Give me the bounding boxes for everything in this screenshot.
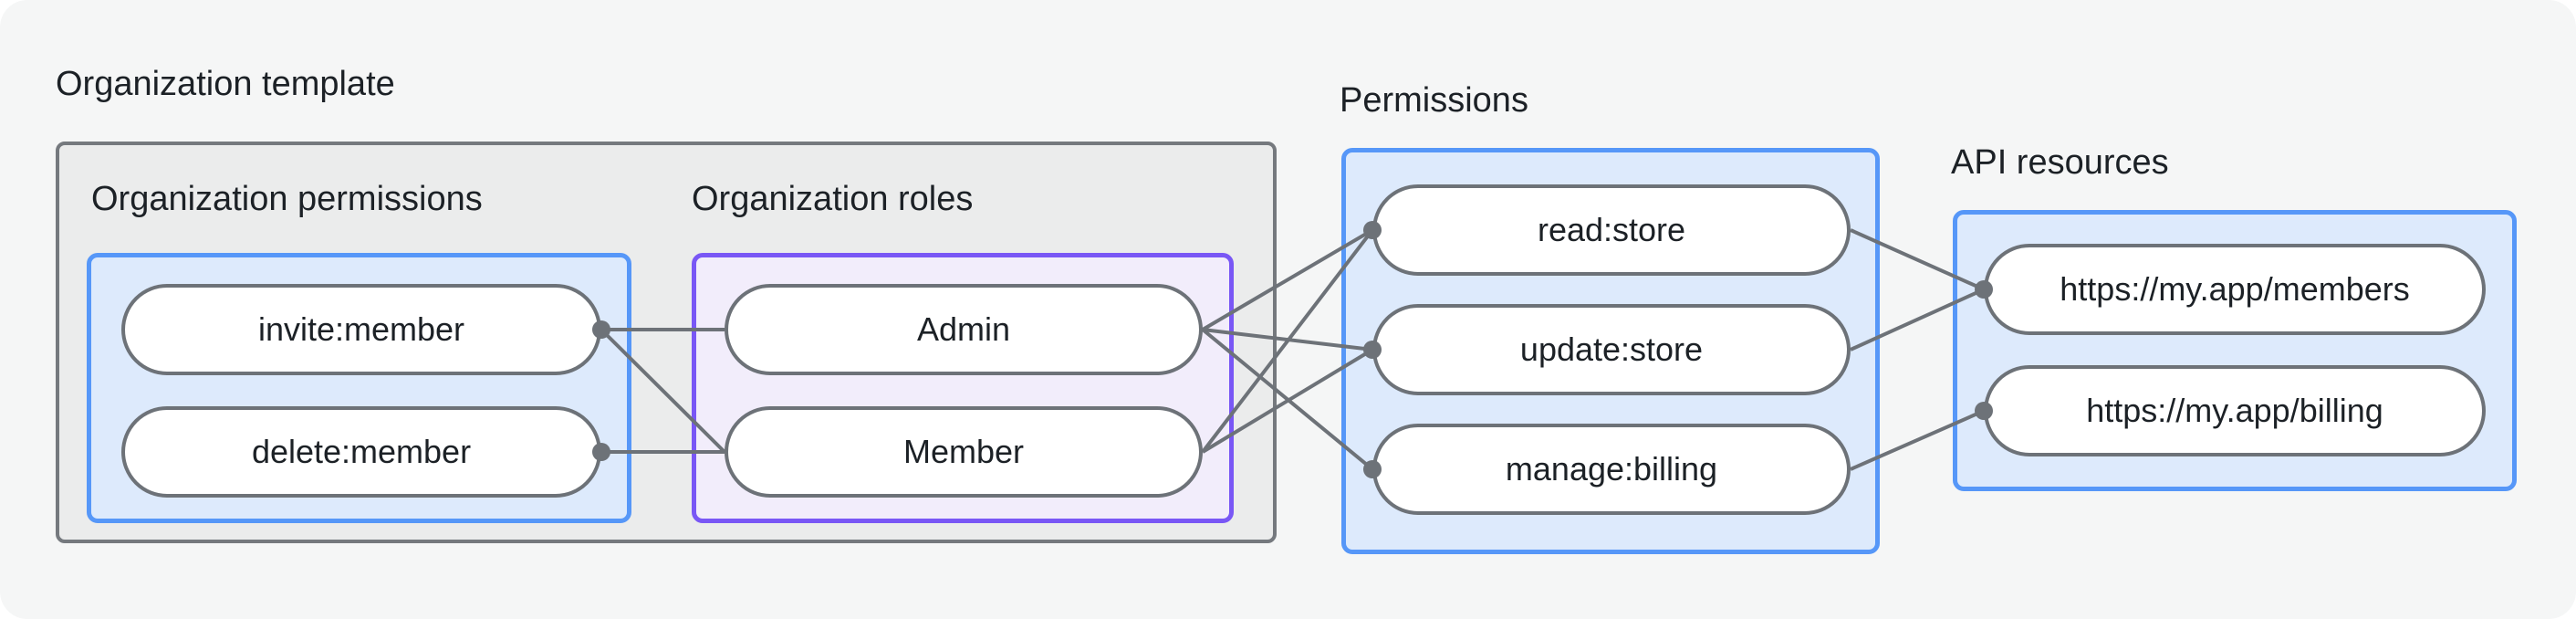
node-read-store-label: read:store <box>1537 211 1686 248</box>
node-manage-billing: manage:billing <box>1372 424 1851 515</box>
org-permissions-group-box: invite:member delete:member <box>87 253 631 523</box>
node-manage-billing-label: manage:billing <box>1505 450 1718 488</box>
node-update-store-label: update:store <box>1519 330 1704 368</box>
node-read-store: read:store <box>1372 184 1851 276</box>
node-api-billing: https://my.app/billing <box>1984 365 2486 456</box>
permissions-group-box: read:store update:store manage:billing <box>1341 148 1880 554</box>
node-invite-member-label: invite:member <box>257 310 465 348</box>
node-api-billing-label: https://my.app/billing <box>2086 392 2383 429</box>
node-api-members-label: https://my.app/members <box>2060 270 2410 308</box>
node-api-members: https://my.app/members <box>1984 244 2486 335</box>
org-template-group-box: Organization permissions Organization ro… <box>56 142 1277 543</box>
node-admin-label: Admin <box>916 310 1011 348</box>
permissions-label: Permissions <box>1340 81 1528 120</box>
node-member: Member <box>725 406 1203 498</box>
org-template-label: Organization template <box>56 65 395 103</box>
node-update-store: update:store <box>1372 304 1851 395</box>
api-resources-label: API resources <box>1951 143 2169 182</box>
api-resources-group-box: https://my.app/members https://my.app/bi… <box>1953 210 2517 491</box>
org-roles-group-box: Admin Member <box>692 253 1234 523</box>
node-delete-member: delete:member <box>121 406 601 498</box>
node-member-label: Member <box>902 433 1025 470</box>
node-admin: Admin <box>725 284 1203 375</box>
org-permissions-label: Organization permissions <box>91 180 483 218</box>
node-invite-member: invite:member <box>121 284 601 375</box>
org-roles-label: Organization roles <box>692 180 974 218</box>
node-delete-member-label: delete:member <box>251 433 472 470</box>
